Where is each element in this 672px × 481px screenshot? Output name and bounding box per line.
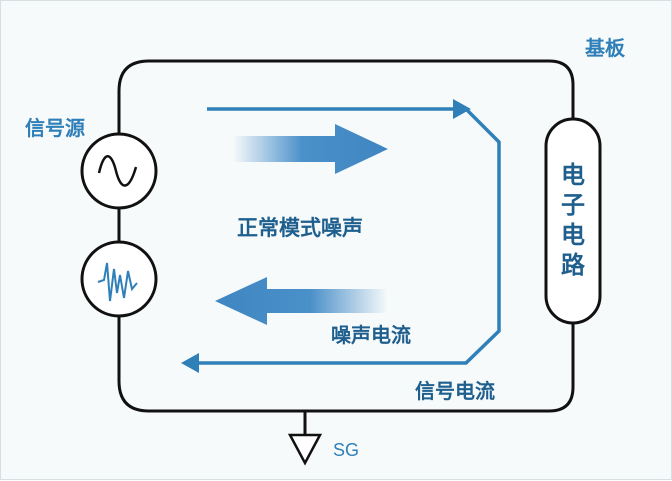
sine-wave-icon [97, 155, 138, 187]
normal-mode-arrow [233, 124, 388, 174]
substrate-label: 基板 [585, 36, 626, 60]
noise-source [80, 240, 158, 318]
board-outline [117, 59, 575, 413]
signal-source-label: 信号源 [25, 116, 85, 140]
signal-source [80, 132, 158, 210]
signal-current-label: 信号电流 [415, 379, 495, 403]
electronic-circuit-label-char-3: 电 [561, 221, 585, 249]
signal-forward-arrowhead [453, 99, 471, 119]
signal-current-path [181, 99, 501, 373]
noise-current-label: 噪声电流 [331, 323, 411, 347]
signal-ground-label: SG [333, 440, 359, 460]
electronic-circuit-label-char-2: 子 [561, 191, 585, 219]
noise-current-arrow [215, 277, 388, 325]
electronic-circuit-label-char-1: 电 [561, 161, 585, 189]
electronic-circuit-label-char-4: 路 [561, 251, 586, 279]
signal-return-arrowhead [181, 353, 199, 373]
normal-mode-noise-label: 正常模式噪声 [237, 216, 363, 240]
electronic-circuit-block [544, 117, 602, 325]
ground-symbol-icon [287, 412, 323, 466]
noise-wave-icon [97, 262, 138, 302]
